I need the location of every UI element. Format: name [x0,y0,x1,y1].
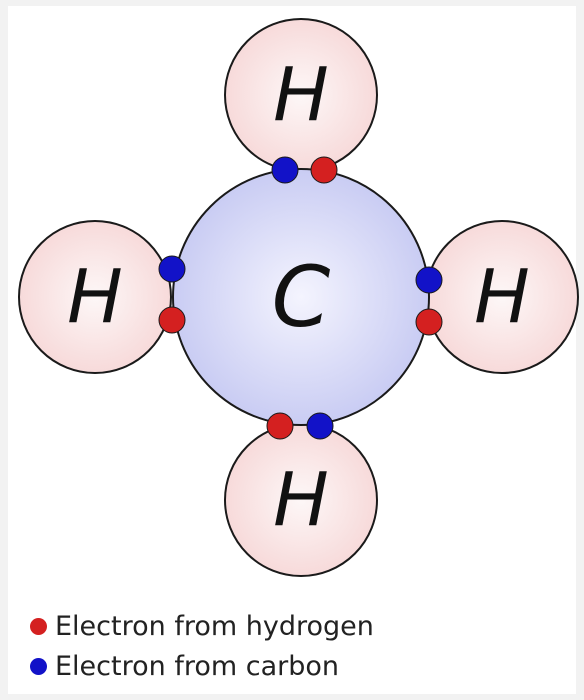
electron-from-hydrogen [310,156,338,184]
electron-from-carbon [415,266,443,294]
electron-from-carbon [158,255,186,283]
hydrogen-symbol: H [474,254,530,340]
electron-from-hydrogen [158,306,186,334]
electron-from-hydrogen [415,308,443,336]
hydrogen-symbol: H [273,52,329,138]
hydrogen-atom-right: H [425,220,579,374]
electron-pair-left [158,255,186,334]
hydrogen-atom-left: H [18,220,172,374]
legend-label: Electron from carbon [55,650,340,682]
electron-pair-bottom [266,412,334,440]
legend-item-carbon: Electron from carbon [30,646,570,686]
hydrogen-symbol: H [67,254,123,340]
electron-pair-top [271,156,338,184]
blue-dot-icon [30,657,47,675]
legend-label: Electron from hydrogen [55,610,374,642]
electron-from-carbon [271,156,299,184]
hydrogen-atom-top: H [224,18,378,172]
hydrogen-atom-bottom: H [224,423,378,577]
electron-from-hydrogen [266,412,294,440]
legend-item-hydrogen: Electron from hydrogen [30,606,570,646]
carbon-symbol: C [272,248,331,346]
carbon-atom: C [172,168,430,426]
legend: Electron from hydrogen Electron from car… [30,606,570,686]
hydrogen-symbol: H [273,457,329,543]
electron-from-carbon [306,412,334,440]
red-dot-icon [30,617,47,635]
electron-pair-right [415,266,443,336]
